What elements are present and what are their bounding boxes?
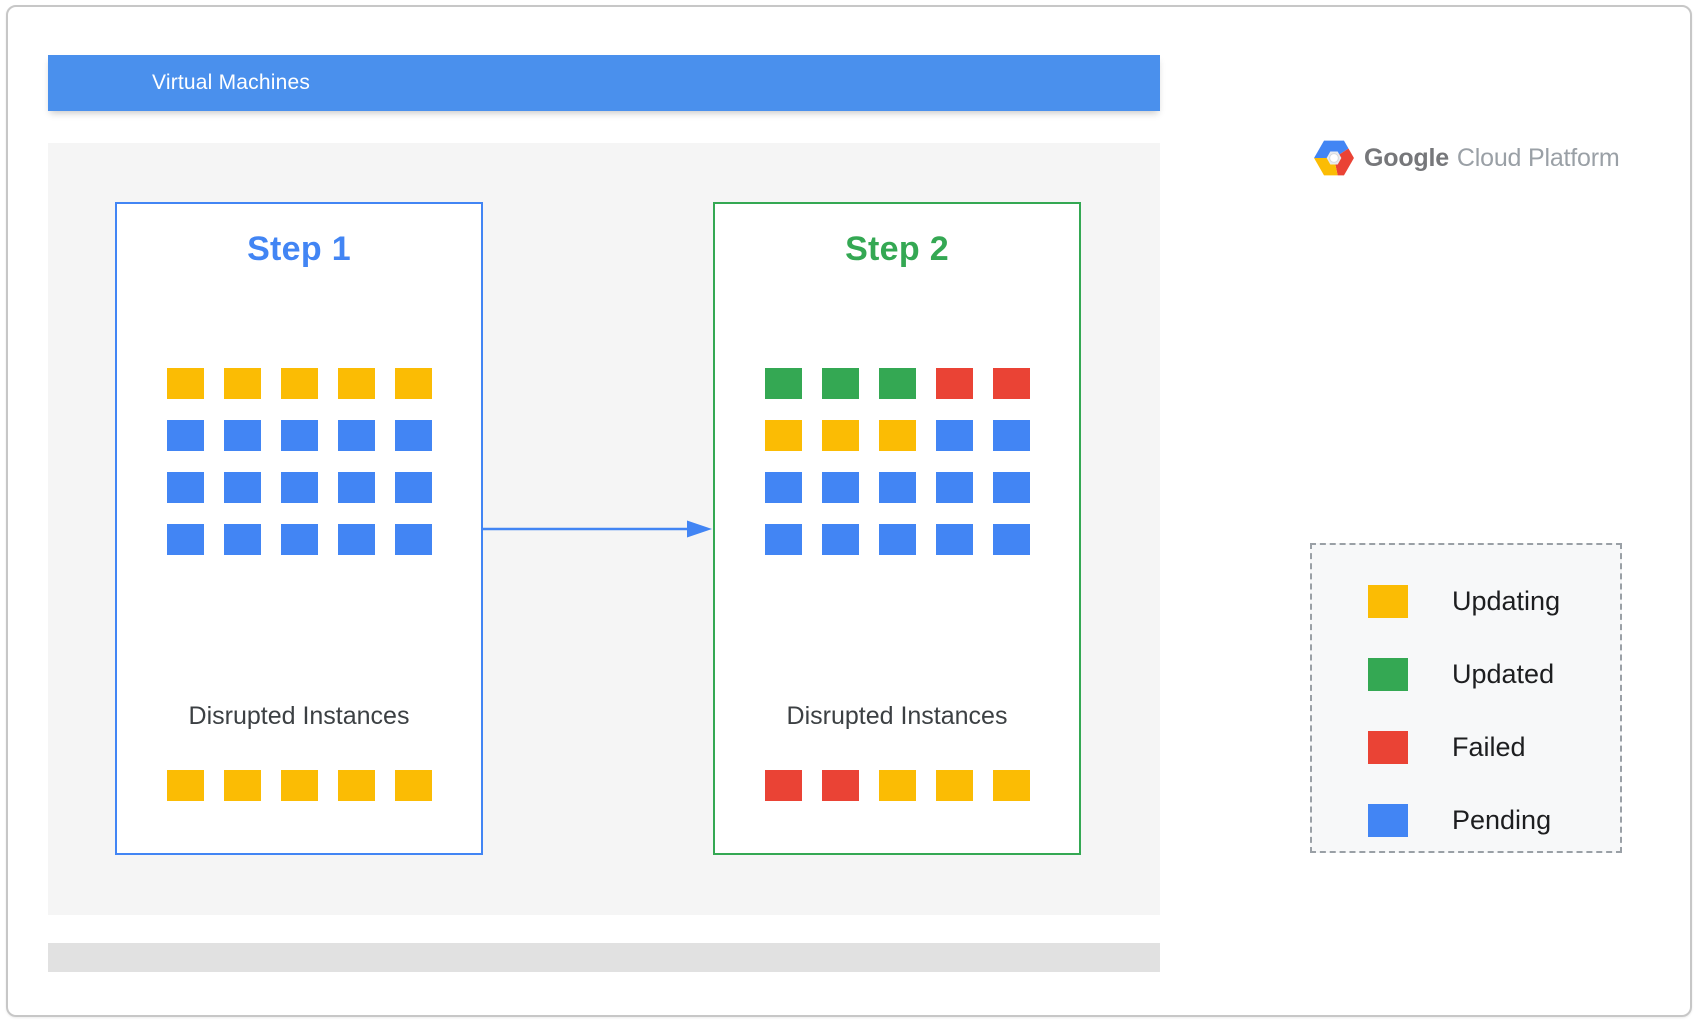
- instance-square-updating: [394, 770, 432, 801]
- instance-square-pending: [280, 524, 318, 555]
- diagram-frame: Virtual Machines Google Cloud Platform S…: [6, 5, 1692, 1017]
- legend-item-updated: Updated: [1368, 658, 1620, 691]
- instance-square-failed: [935, 368, 973, 399]
- step-1-disrupted-row: [117, 770, 481, 801]
- instance-square-updating: [935, 770, 973, 801]
- instance-square-pending: [337, 472, 375, 503]
- instance-square-pending: [878, 524, 916, 555]
- instance-square-updated: [764, 368, 802, 399]
- instance-square-pending: [764, 524, 802, 555]
- instance-square-updating: [280, 368, 318, 399]
- legend-swatch-updating: [1368, 585, 1408, 618]
- step-1-disrupted-label: Disrupted Instances: [188, 702, 410, 730]
- instance-square-pending: [166, 420, 204, 451]
- instance-square-updating: [821, 420, 859, 451]
- instance-square-pending: [764, 472, 802, 503]
- step-2-instance-grid: [715, 368, 1079, 555]
- logo-brand-text: Google: [1364, 143, 1449, 172]
- instance-square-updating: [878, 420, 916, 451]
- bottom-bar: [48, 943, 1160, 972]
- step-1-box: Step 1 Disrupted Instances: [115, 202, 483, 855]
- instance-square-pending: [337, 524, 375, 555]
- instance-square-updating: [337, 770, 375, 801]
- instance-square-updating: [223, 770, 261, 801]
- instance-square-pending: [821, 524, 859, 555]
- instance-square-updating: [166, 368, 204, 399]
- header-title: Virtual Machines: [152, 71, 311, 94]
- instance-square-updating: [992, 770, 1030, 801]
- step-1-title: Step 1: [247, 230, 351, 268]
- instance-square-updating: [280, 770, 318, 801]
- instance-square-updated: [821, 368, 859, 399]
- instance-square-pending: [280, 420, 318, 451]
- gcp-logo: Google Cloud Platform: [1313, 138, 1620, 178]
- instance-square-pending: [166, 524, 204, 555]
- instance-square-pending: [394, 524, 432, 555]
- legend-label-updated: Updated: [1452, 659, 1555, 689]
- instance-square-pending: [223, 524, 261, 555]
- legend-swatch-updated: [1368, 658, 1408, 691]
- instance-square-failed: [992, 368, 1030, 399]
- instance-square-failed: [764, 770, 802, 801]
- instance-square-pending: [935, 524, 973, 555]
- step-2-disrupted-row: [715, 770, 1079, 801]
- step-transition-arrow: [483, 520, 712, 538]
- step-2-title: Step 2: [845, 230, 949, 268]
- instance-square-pending: [992, 472, 1030, 503]
- instance-square-pending: [878, 472, 916, 503]
- instance-square-pending: [935, 472, 973, 503]
- instance-square-pending: [280, 472, 318, 503]
- instance-square-failed: [821, 770, 859, 801]
- legend-swatch-pending: [1368, 804, 1408, 837]
- instance-square-pending: [166, 472, 204, 503]
- gcp-hexagon-icon: [1314, 140, 1354, 176]
- instance-square-updated: [878, 368, 916, 399]
- instance-square-pending: [821, 472, 859, 503]
- instance-square-pending: [992, 524, 1030, 555]
- legend-item-updating: Updating: [1368, 585, 1620, 618]
- step-2-disrupted-label: Disrupted Instances: [786, 702, 1008, 730]
- instance-square-updating: [337, 368, 375, 399]
- legend-label-updating: Updating: [1452, 586, 1561, 616]
- instance-square-pending: [223, 472, 261, 503]
- instance-square-pending: [935, 420, 973, 451]
- instance-square-pending: [394, 420, 432, 451]
- instance-square-pending: [394, 472, 432, 503]
- instance-square-updating: [764, 420, 802, 451]
- instance-square-updating: [166, 770, 204, 801]
- instance-square-updating: [878, 770, 916, 801]
- step-2-box: Step 2 Disrupted Instances: [713, 202, 1081, 855]
- legend-item-failed: Failed: [1368, 731, 1620, 764]
- logo-product-text: Cloud Platform: [1456, 143, 1620, 172]
- legend-swatch-failed: [1368, 731, 1408, 764]
- instance-square-pending: [223, 420, 261, 451]
- legend-label-pending: Pending: [1452, 805, 1552, 835]
- instance-square-updating: [223, 368, 261, 399]
- legend-item-pending: Pending: [1368, 804, 1620, 837]
- instance-square-pending: [337, 420, 375, 451]
- step-1-instance-grid: [117, 368, 481, 555]
- instance-square-pending: [992, 420, 1030, 451]
- header-bar: Virtual Machines: [48, 55, 1160, 111]
- legend-label-failed: Failed: [1452, 732, 1526, 762]
- instance-square-updating: [394, 368, 432, 399]
